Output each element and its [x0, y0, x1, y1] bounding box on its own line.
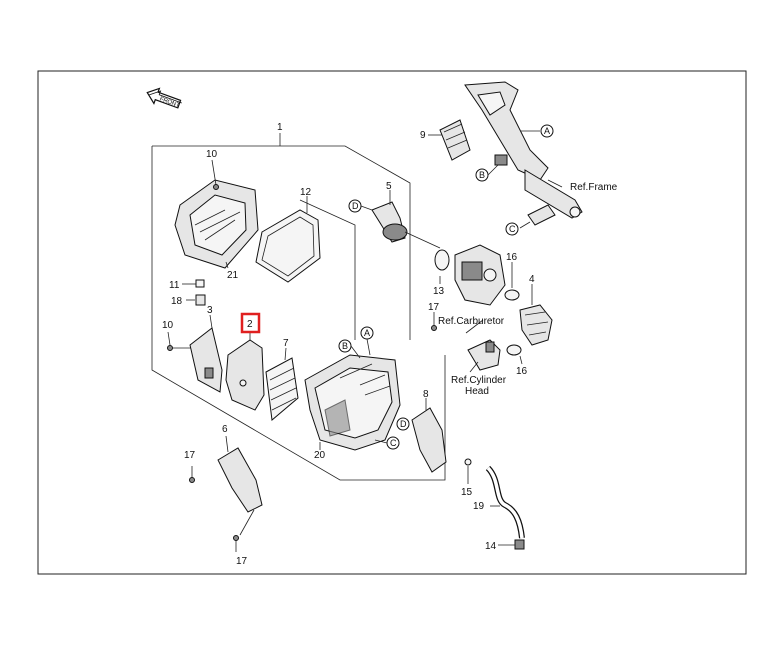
air-cleaner-case-20	[304, 354, 401, 451]
callout-17-bottom: 17	[236, 556, 248, 567]
ref-frame-label: Ref.Frame	[570, 182, 618, 193]
svg-text:D: D	[400, 419, 407, 429]
callout-7: 7	[283, 338, 289, 349]
bracket-8	[411, 407, 447, 473]
bolt-17a	[189, 477, 195, 483]
screw-10a	[213, 184, 219, 190]
ref-cylinder-head-label-2: Head	[465, 386, 489, 397]
screen-7	[265, 357, 299, 421]
callout-15: 15	[461, 487, 473, 498]
callout-10-left: 10	[162, 320, 174, 331]
element-holder-3	[189, 327, 223, 393]
svg-text:D: D	[352, 201, 359, 211]
leader-16b	[519, 355, 523, 365]
leader-10b	[167, 331, 171, 346]
callout-4: 4	[529, 274, 535, 285]
assembly-outline-top	[152, 145, 411, 340]
callout-10-top: 10	[206, 149, 218, 160]
clamp-16a	[504, 289, 520, 301]
ref-cylinder-head-label-1: Ref.Cylinder	[451, 375, 507, 386]
callout-13: 13	[433, 286, 445, 297]
assembly-outline-bottom	[151, 146, 446, 481]
hose-19	[486, 466, 524, 539]
leader-10a	[211, 159, 217, 186]
svg-text:C: C	[390, 438, 397, 448]
callout-14: 14	[485, 541, 497, 552]
screw-10b	[167, 345, 173, 351]
callout-17-carb: 17	[428, 302, 440, 313]
grommet-18	[195, 294, 206, 306]
callout-12: 12	[300, 187, 312, 198]
assembly-inner-line	[299, 199, 356, 340]
ref-letter-a-frame: A	[540, 124, 554, 138]
leader-7	[284, 347, 287, 361]
callout-16-bottom: 16	[516, 366, 528, 377]
diagram-border	[37, 70, 747, 575]
callout-18: 18	[171, 296, 183, 307]
air-cleaner-cover	[174, 179, 259, 269]
callout-5: 5	[386, 181, 392, 192]
clamp-13	[434, 249, 450, 271]
callout-6: 6	[222, 424, 228, 435]
svg-text:A: A	[364, 328, 370, 338]
ref-letter-c-frame: C	[505, 222, 519, 236]
callout-16-top: 16	[506, 252, 518, 263]
callout-3: 3	[207, 305, 213, 316]
carburetor	[454, 244, 506, 306]
callout-19: 19	[473, 501, 485, 512]
callout-20: 20	[314, 450, 326, 461]
leader-6	[225, 435, 229, 453]
clip-11	[195, 279, 205, 288]
ref-letter-d-joint: D	[348, 199, 362, 213]
ref-carburetor-label: Ref.Carburetor	[438, 316, 505, 327]
ref-letter-a-case: A	[360, 326, 374, 340]
callout-2-highlight-box	[240, 312, 261, 334]
bolt-17b	[233, 535, 239, 541]
ref-letter-b-frame: B	[475, 168, 489, 182]
callout-2: 2	[247, 319, 253, 330]
callout-8: 8	[423, 389, 429, 400]
ref-letter-d-case: D	[396, 417, 410, 431]
bolt-17c	[431, 325, 437, 331]
cap-14	[514, 539, 525, 550]
svg-text:B: B	[479, 170, 485, 180]
ref-letter-c-case: C	[386, 436, 400, 450]
intake-pipe-4	[519, 304, 553, 346]
svg-text:B: B	[342, 341, 348, 351]
front-arrow-icon: FRONT	[146, 87, 182, 109]
clip-15	[464, 458, 472, 466]
callout-17-left: 17	[184, 450, 196, 461]
frame-ref	[464, 81, 583, 219]
ref-letter-b-case: B	[338, 339, 352, 353]
svg-text:A: A	[544, 126, 550, 136]
pad-9	[439, 119, 471, 161]
leader-3	[209, 314, 213, 329]
clamp-16b	[506, 344, 522, 356]
bracket-6	[217, 447, 263, 513]
callout-11: 11	[169, 280, 180, 291]
svg-text:C: C	[509, 224, 516, 234]
callout-9: 9	[420, 130, 426, 141]
callout-21: 21	[227, 270, 239, 281]
callout-1: 1	[277, 122, 283, 133]
air-filter-element-2	[225, 339, 265, 411]
pipe-c	[527, 204, 556, 226]
cylinder-head-ref	[467, 339, 501, 371]
